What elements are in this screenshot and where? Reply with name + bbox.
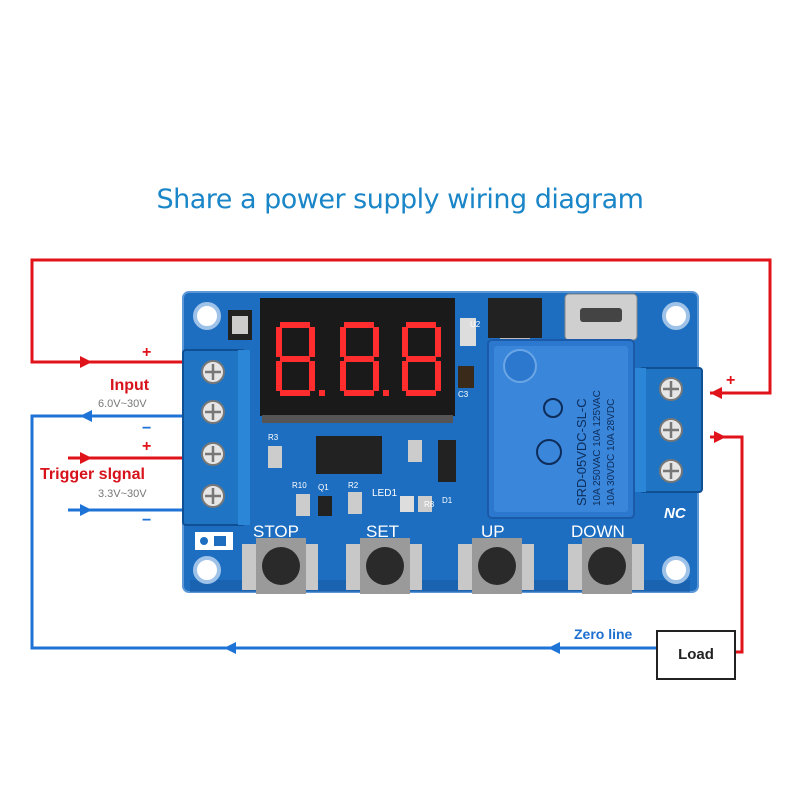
silk-r10: R10 bbox=[292, 481, 307, 490]
input-terminal-block bbox=[182, 349, 250, 526]
usb-port bbox=[564, 293, 638, 341]
silk-led1: LED1 bbox=[372, 488, 398, 499]
arrow-red-out bbox=[710, 387, 722, 399]
up-button-label: UP bbox=[481, 522, 505, 541]
relay-rating-2: 10A 30VDC 10A 28VDC bbox=[606, 398, 617, 506]
diagram-title: Share a power supply wiring diagram bbox=[156, 184, 644, 215]
trigger-label: Trigger slgnal bbox=[40, 466, 145, 483]
silk-r3: R3 bbox=[268, 433, 279, 442]
load-box: Load bbox=[656, 630, 736, 680]
input-minus-sign: − bbox=[142, 420, 152, 437]
trigger-minus-sign: − bbox=[142, 512, 152, 529]
input-voltage-range: 6.0V~30V bbox=[98, 398, 147, 410]
nc-terminal-label: NC bbox=[664, 505, 686, 522]
trigger-voltage-range: 3.3V~30V bbox=[98, 488, 147, 500]
relay bbox=[487, 339, 635, 519]
mounting-holes bbox=[193, 302, 690, 584]
set-button-label: SET bbox=[366, 522, 400, 541]
silk-d1: D1 bbox=[442, 496, 453, 505]
trigger-plus-sign: + bbox=[142, 438, 152, 455]
arrow-blue-neg bbox=[80, 410, 92, 422]
arrow-red-relay bbox=[714, 431, 726, 443]
input-label: Input bbox=[110, 377, 150, 394]
silk-u2: U2 bbox=[470, 320, 481, 329]
display-digits bbox=[276, 322, 441, 396]
negative-wire-loop bbox=[30, 414, 656, 650]
relay-model-text: SRD-05VDC-SL-C bbox=[574, 398, 589, 506]
positive-wire-loop bbox=[30, 258, 772, 395]
arrow-blue-zero-2 bbox=[548, 642, 560, 654]
arrow-blue-zero-1 bbox=[224, 642, 236, 654]
down-button-label: DOWN bbox=[571, 522, 625, 541]
zero-line-label: Zero line bbox=[574, 626, 633, 642]
silk-r2: R2 bbox=[348, 481, 359, 490]
silk-q1: Q1 bbox=[318, 483, 329, 492]
smd-components bbox=[195, 310, 476, 550]
stop-button-label: STOP bbox=[253, 522, 299, 541]
relay-rating-1: 10A 250VAC 10A 125VAC bbox=[592, 390, 603, 506]
arrow-red-trigger bbox=[80, 452, 92, 464]
relay-terminal-block bbox=[634, 367, 703, 493]
input-plus-sign: + bbox=[142, 344, 152, 361]
push-buttons bbox=[242, 538, 644, 594]
silk-r8: R8 bbox=[424, 500, 435, 509]
silk-c3: C3 bbox=[458, 390, 469, 399]
arrow-red-input bbox=[80, 356, 92, 368]
output-plus-sign: + bbox=[726, 372, 736, 389]
arrow-blue-trigger bbox=[80, 504, 92, 516]
relay-to-load-wire bbox=[710, 435, 744, 654]
